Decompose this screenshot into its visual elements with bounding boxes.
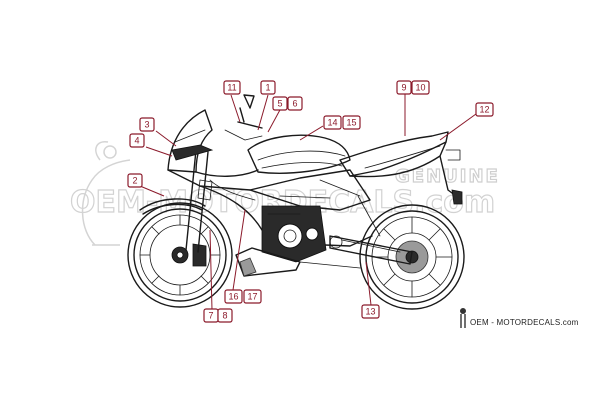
callout-17: 17 <box>243 289 262 304</box>
callout-label: 8 <box>222 311 227 321</box>
callout-14: 14 <box>323 115 342 130</box>
callout-label: 4 <box>134 136 139 146</box>
brand-logo-icon <box>460 308 466 328</box>
watermark-logo-icon <box>81 141 131 246</box>
callout-8: 8 <box>217 308 233 323</box>
callout-7: 7 <box>203 308 219 323</box>
callout-4: 4 <box>129 133 145 148</box>
callout-label: 3 <box>144 120 149 130</box>
callout-13: 13 <box>361 304 380 319</box>
callout-label: 9 <box>401 83 406 93</box>
callout-label: 10 <box>415 83 425 93</box>
rear-shock <box>357 195 381 237</box>
front-fairing <box>167 109 263 231</box>
handlebar <box>224 94 263 141</box>
exhaust <box>235 247 361 277</box>
callout-label: 6 <box>292 99 297 109</box>
callout-leaders <box>139 94 477 311</box>
callout-label: 17 <box>247 292 257 302</box>
swingarm <box>329 235 413 265</box>
callout-12: 12 <box>475 102 494 117</box>
callout-label: 2 <box>132 176 137 186</box>
callout-label: 13 <box>365 307 375 317</box>
callout-label: 14 <box>327 118 337 128</box>
callout-3: 3 <box>139 117 155 132</box>
callout-11: 11 <box>223 80 241 95</box>
front-fork <box>139 149 213 253</box>
callout-9: 9 <box>396 80 412 95</box>
tail-section <box>339 131 463 205</box>
front-wheel <box>127 202 233 308</box>
callout-1: 1 <box>260 80 276 95</box>
fuel-tank <box>247 134 351 174</box>
callout-2: 2 <box>127 173 143 188</box>
callout-boxes: 11 1 5 6 3 4 2 14 <box>127 80 494 323</box>
engine <box>261 205 327 263</box>
callout-5: 5 <box>272 96 288 111</box>
brand-text: OEM - MOTORDECALS.com <box>470 318 579 327</box>
callout-label: 15 <box>346 118 356 128</box>
callout-label: 11 <box>227 83 236 93</box>
rear-wheel <box>359 204 465 310</box>
watermark-top: GENUINE <box>395 166 500 187</box>
callout-label: 5 <box>277 99 282 109</box>
watermark: GENUINE OEM-MOTORDECALS.com <box>69 141 500 246</box>
callout-label: 7 <box>208 311 213 321</box>
callout-label: 1 <box>265 83 270 93</box>
callout-15: 15 <box>342 115 361 130</box>
callout-label: 16 <box>228 292 238 302</box>
callout-label: 12 <box>479 105 489 115</box>
callout-6: 6 <box>287 96 303 111</box>
callout-10: 10 <box>411 80 430 95</box>
callout-16: 16 <box>224 289 243 304</box>
